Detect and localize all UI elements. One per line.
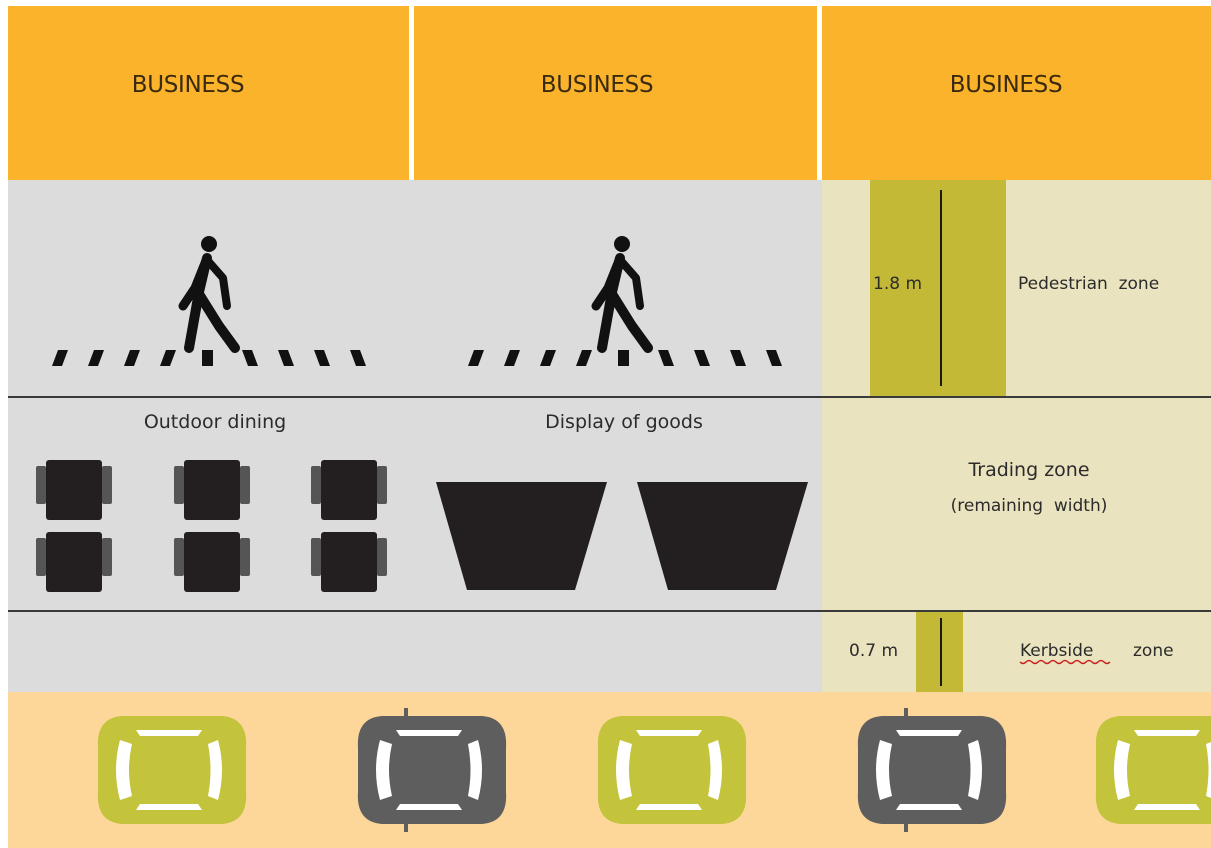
business-row: BUSINESS BUSINESS BUSINESS [8,6,1211,180]
table-icon [174,532,250,592]
table-icon [311,532,387,592]
trading-zone-label: Trading zone [967,459,1089,481]
pedestrian-zone-width: 1.8 m [873,274,922,294]
business-label-1: BUSINESS [132,72,245,98]
goods-display-icon [637,482,808,590]
display-of-goods-label: Display of goods [545,411,703,433]
pedestrian-zone-label: Pedestrian zone [1018,274,1159,294]
zone-column: 1.8 m Pedestrian zone Trading zone (rema… [822,180,1211,692]
table-icon [174,460,250,520]
outdoor-dining-label: Outdoor dining [144,411,286,433]
kerbside-zone-band [916,611,963,692]
sidewalk-area [8,180,822,692]
table-icon [36,532,112,592]
car-icon [97,716,247,824]
goods-display-icon [436,482,607,590]
pedestrian-zone-band [870,180,1006,396]
business-block-2 [414,6,817,180]
car-icon [857,708,1007,832]
trading-zone-sublabel: (remaining width) [951,496,1108,516]
car-icon [357,708,507,832]
kerbside-zone-width: 0.7 m [849,641,898,661]
kerbside-zone-label-word1: Kerbside [1020,641,1093,661]
car-icon [597,716,747,824]
business-block-1 [8,6,409,180]
spellcheck-squiggle [1019,659,1111,665]
business-label-2: BUSINESS [541,72,654,98]
business-block-3 [822,6,1211,180]
cars-layer [97,708,1211,832]
table-icon [36,460,112,520]
kerbside-zone-label-word2: zone [1133,641,1174,661]
business-label-3: BUSINESS [950,72,1063,98]
car-icon [1095,716,1211,824]
table-icon [311,460,387,520]
